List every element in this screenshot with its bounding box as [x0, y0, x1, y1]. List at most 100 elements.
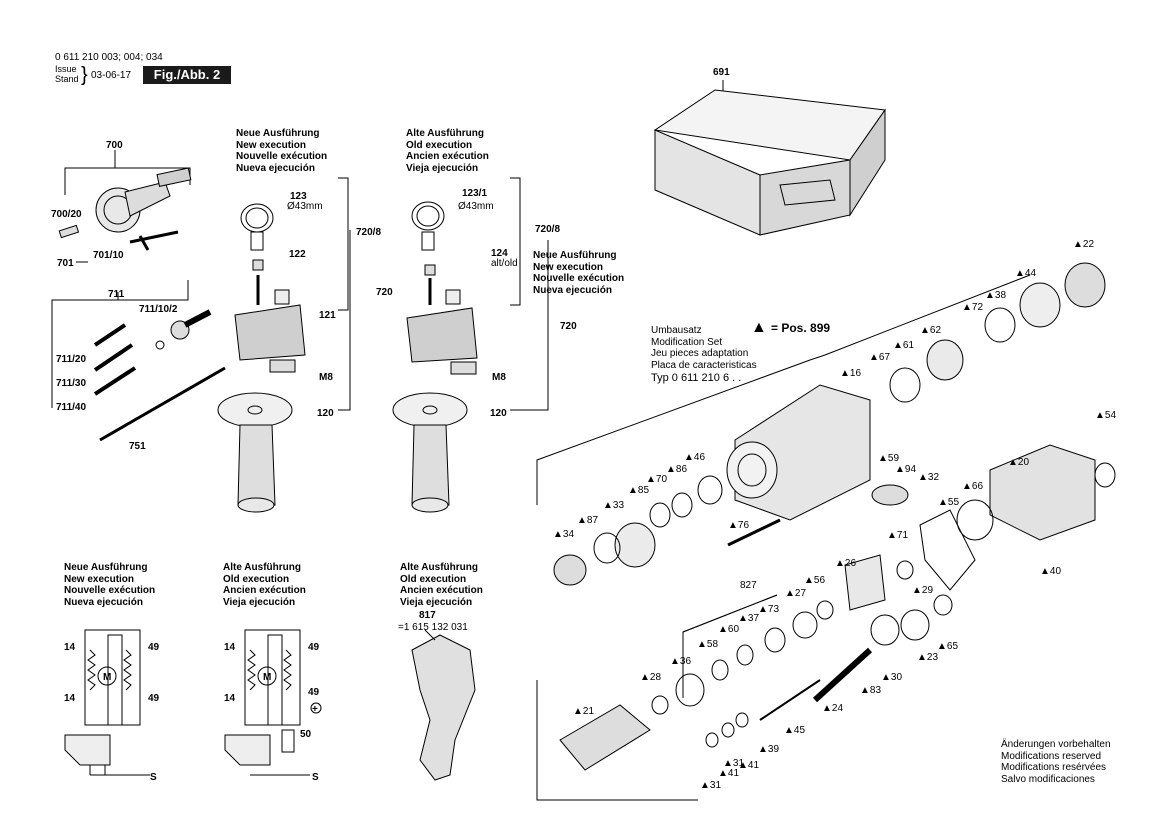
- callout-711-10-2: 711/10/2: [139, 304, 178, 315]
- chuck-700-group: 700 700/20 701 701/10: [51, 140, 192, 269]
- side-handle-old: 123/1 Ø43mm 124 alt/old M8 720/8 720 120: [392, 177, 577, 513]
- callout-20: ▲20: [1008, 457, 1030, 468]
- callout-124: 124: [491, 248, 508, 259]
- callout-49b: 49: [148, 693, 160, 704]
- callout-49: 49: [148, 642, 160, 653]
- callout-701-10: 701/10: [93, 250, 124, 261]
- wiring-old: M 14 14 49 49 50 + S: [224, 629, 322, 783]
- callout-66: ▲66: [962, 481, 984, 492]
- modification-triangle: ▲: [751, 319, 767, 336]
- callout-diam-b: Ø43mm: [458, 201, 494, 212]
- callout-22: ▲22: [1073, 239, 1095, 250]
- callout-14d: 14: [224, 693, 236, 704]
- callout-120: 120: [317, 408, 334, 419]
- callout-34: ▲34: [553, 529, 575, 540]
- callout-87: ▲87: [577, 515, 599, 526]
- callout-58: ▲58: [697, 639, 719, 650]
- callout-alt-old: alt/old: [491, 258, 518, 269]
- callout-70: ▲70: [646, 474, 668, 485]
- wiring-new: M 14 14 49 49 S: [64, 629, 160, 783]
- callout-65: ▲65: [937, 641, 959, 652]
- callout-28: ▲28: [640, 672, 662, 683]
- callout-55: ▲55: [938, 497, 960, 508]
- stand-label: Stand: [55, 74, 79, 84]
- callout-700: 700: [106, 140, 123, 151]
- motor-symbol-b: M: [263, 672, 271, 683]
- callout-27: ▲27: [785, 588, 807, 599]
- callout-37: ▲37: [738, 613, 760, 624]
- callout-46: ▲46: [684, 452, 706, 463]
- callout-751: 751: [129, 441, 146, 452]
- callout-123: 123: [290, 191, 307, 202]
- bits-711-group: 711 711/10/2 711/20 711/30 711/40 751: [51, 280, 226, 452]
- callout-39: ▲39: [758, 744, 780, 755]
- callout-45: ▲45: [784, 725, 806, 736]
- callout-827: 827: [740, 580, 757, 591]
- callout-720-8b: 720/8: [535, 224, 560, 235]
- callout-26: ▲26: [835, 558, 857, 569]
- callout-49c: 49: [308, 642, 320, 653]
- callout-123-1: 123/1: [462, 188, 487, 199]
- side-handle-new: 123 Ø43mm 122 121 M8 720/8 720 120: [217, 177, 393, 513]
- callout-41b: ▲41: [718, 768, 740, 779]
- part-numbers: 0 611 210 003; 004; 034: [55, 52, 163, 63]
- callout-711: 711: [108, 289, 125, 300]
- brace: }: [81, 64, 88, 86]
- callout-40: ▲40: [1040, 566, 1062, 577]
- callout-29: ▲29: [912, 585, 934, 596]
- callout-14: 14: [64, 642, 76, 653]
- hammer-assembly: [536, 262, 1116, 801]
- callout-720b: 720: [560, 321, 577, 332]
- callout-30: ▲30: [881, 672, 903, 683]
- callout-701: 701: [57, 258, 74, 269]
- callout-14c: 14: [224, 642, 236, 653]
- callout-94: ▲94: [895, 464, 917, 475]
- plus-symbol: +: [312, 704, 318, 715]
- callout-21: ▲21: [573, 706, 595, 717]
- callout-36: ▲36: [670, 656, 692, 667]
- housing-817: [411, 629, 476, 781]
- callout-62: ▲62: [920, 325, 942, 336]
- callout-M8b: M8: [492, 372, 506, 383]
- part-817-ref: =1 615 132 031: [398, 622, 468, 633]
- callout-71: ▲71: [887, 530, 909, 541]
- part-817-number: 817: [419, 610, 436, 621]
- callout-M8: M8: [319, 372, 333, 383]
- callout-120b: 120: [490, 408, 507, 419]
- callout-23: ▲23: [917, 652, 939, 663]
- callout-711-40: 711/40: [56, 402, 86, 413]
- callout-33: ▲33: [603, 500, 625, 511]
- callout-691: 691: [713, 67, 730, 78]
- callout-73: ▲73: [758, 604, 780, 615]
- callout-16: ▲16: [840, 368, 862, 379]
- callout-711-20: 711/20: [56, 354, 86, 365]
- callout-59: ▲59: [878, 453, 900, 464]
- callout-50: 50: [300, 729, 312, 740]
- issue-date: 03-06-17: [91, 70, 132, 81]
- callout-67: ▲67: [869, 352, 891, 363]
- callout-41: ▲41: [738, 760, 760, 771]
- callout-54: ▲54: [1095, 410, 1117, 421]
- tool-holder-21: [559, 704, 651, 771]
- figure-tag: Fig./Abb. 2: [143, 66, 231, 84]
- callout-14b: 14: [64, 693, 76, 704]
- callout-700-20: 700/20: [51, 209, 82, 220]
- intermediate-flange-20: [989, 444, 1096, 541]
- callout-32: ▲32: [918, 472, 940, 483]
- callout-72: ▲72: [962, 302, 984, 313]
- callout-61: ▲61: [893, 340, 915, 351]
- modification-type: Typ 0 611 210 6 . .: [651, 372, 742, 384]
- callout-122: 122: [289, 249, 306, 260]
- callout-24: ▲24: [822, 703, 844, 714]
- callout-76: ▲76: [728, 520, 750, 531]
- callout-85: ▲85: [628, 485, 650, 496]
- carry-case-691: 691: [653, 67, 886, 236]
